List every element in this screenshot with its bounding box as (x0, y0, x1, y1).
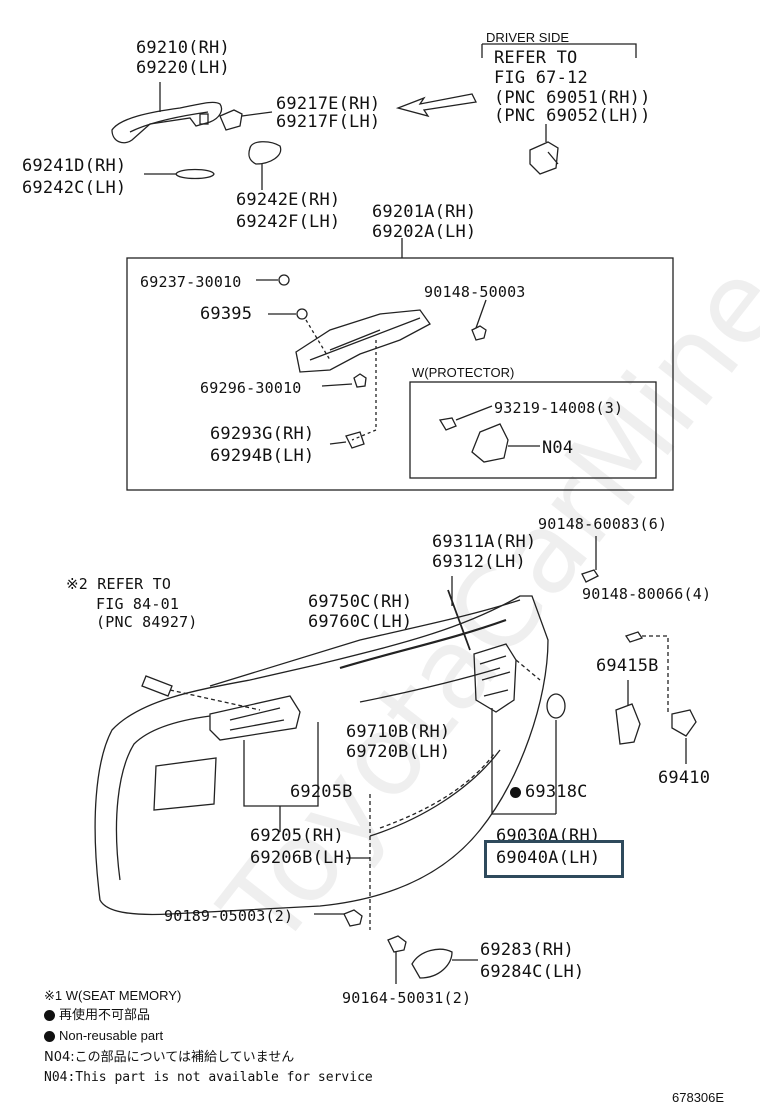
label-69283: 69283(RH) (480, 940, 574, 960)
label-69395: 69395 (200, 304, 253, 324)
note-seat-memory: ※1 W(SEAT MEMORY) (44, 988, 182, 1003)
note-n04-en: N04:This part is not available for servi… (44, 1070, 373, 1085)
clip-part (278, 274, 290, 286)
label-69750c: 69750C(RH) (308, 592, 413, 612)
figure-id: 678306E (672, 1090, 725, 1105)
label-69415b: 69415B (596, 656, 659, 676)
label-n04: N04 (542, 438, 574, 458)
handle-bracket-lines (243, 722, 319, 807)
label-69220: 69220(LH) (136, 58, 230, 78)
label-69202a: 69202A(LH) (372, 222, 477, 242)
protector-part (471, 423, 509, 463)
label-69318c: 69318C (510, 782, 588, 802)
label-ref2-b: FIG 84-01 (96, 595, 180, 613)
driver-fig: FIG 67-12 (494, 68, 588, 88)
protector-box (409, 381, 657, 479)
label-69294b: 69294B(LH) (210, 446, 315, 466)
driver-side-header: DRIVER SIDE (486, 30, 570, 45)
key-cylinder-part (529, 141, 559, 175)
label-69237: 69237-30010 (140, 273, 242, 291)
label-69311a: 69311A(RH) (432, 532, 537, 552)
label-69242f: 69242F(LH) (236, 212, 341, 232)
label-90148-50003: 90148-50003 (424, 283, 526, 301)
label-69293g: 69293G(RH) (210, 424, 315, 444)
label-69720b: 69720B(LH) (346, 742, 451, 762)
label-90148-60083: 90148-60083(6) (538, 515, 668, 533)
driver-pnc-rh: (PNC 69051(RH)) (494, 88, 651, 108)
striker-part (671, 709, 697, 737)
note-nonreuse-jp: 再使用不可部品 (44, 1008, 150, 1024)
outside-handle-part (111, 101, 223, 144)
bolt-part (471, 325, 487, 341)
refer-arrow-shape (395, 93, 477, 118)
legend-dot-en (44, 1031, 55, 1043)
label-69206b: 69206B(LH) (250, 848, 355, 868)
door-outline (94, 595, 549, 916)
cap-part (615, 703, 641, 745)
note-nonreuse-en: Non-reusable part (44, 1028, 163, 1044)
note-n04-jp: N04:この部品については補給していません (44, 1050, 295, 1065)
label-69201a: 69201A(RH) (372, 202, 477, 222)
label-69284c: 69284C(LH) (480, 962, 585, 982)
note-nonreuse-en-text: Non-reusable part (59, 1028, 164, 1043)
label-69312: 69312(LH) (432, 552, 526, 572)
label-69205b: 69205B (290, 782, 353, 802)
lock-leader (491, 708, 556, 815)
label-69040a: 69040A(LH) (496, 848, 601, 868)
pad-part (175, 168, 215, 180)
label-69242c: 69242C(LH) (22, 178, 127, 198)
label-69318c-text: 69318C (525, 782, 588, 802)
label-69296: 69296-30010 (200, 379, 302, 397)
pad-part-2 (248, 141, 282, 165)
label-90164: 90164-50031(2) (342, 989, 472, 1007)
frame-part (295, 309, 431, 373)
legend-dot-jp (44, 1010, 55, 1021)
label-69410: 69410 (658, 768, 711, 788)
clip-part-2 (343, 909, 363, 927)
inside-handle-part (209, 695, 301, 741)
o-ring-part (546, 693, 566, 719)
note-nonreuse-jp-text: 再使用不可部品 (59, 1008, 151, 1023)
label-69205: 69205(RH) (250, 826, 344, 846)
driver-side-bracket (482, 43, 637, 58)
label-69242e: 69242E(RH) (236, 190, 341, 210)
label-ref2-c: (PNC 84927) (96, 613, 198, 631)
driver-refer: REFER TO (494, 48, 578, 68)
label-ref2-a: ※2 REFER TO (66, 575, 172, 593)
label-90148-80066: 90148-80066(4) (582, 585, 712, 603)
label-69710b: 69710B(RH) (346, 722, 451, 742)
label-69217f: 69217F(LH) (276, 112, 381, 132)
label-90189: 90189-05003(2) (164, 907, 294, 925)
label-69217e: 69217E(RH) (276, 94, 381, 114)
handle-cover-part (219, 109, 243, 131)
highlight-box (484, 840, 624, 878)
label-93219: 93219-14008(3) (494, 399, 624, 417)
door-lock-part (473, 643, 517, 713)
non-reusable-dot (510, 786, 521, 798)
frame-assembly-box (126, 257, 674, 491)
label-69210: 69210(RH) (136, 38, 230, 58)
leader-69217 (241, 111, 273, 117)
sensor-part (141, 675, 173, 697)
label-protector: W(PROTECTOR) (412, 365, 515, 380)
driver-pnc-lh: (PNC 69052(LH)) (494, 106, 651, 126)
label-69760c: 69760C(LH) (308, 612, 413, 632)
screw-part (581, 569, 599, 583)
cover-part (411, 948, 453, 979)
label-69241d: 69241D(RH) (22, 156, 127, 176)
